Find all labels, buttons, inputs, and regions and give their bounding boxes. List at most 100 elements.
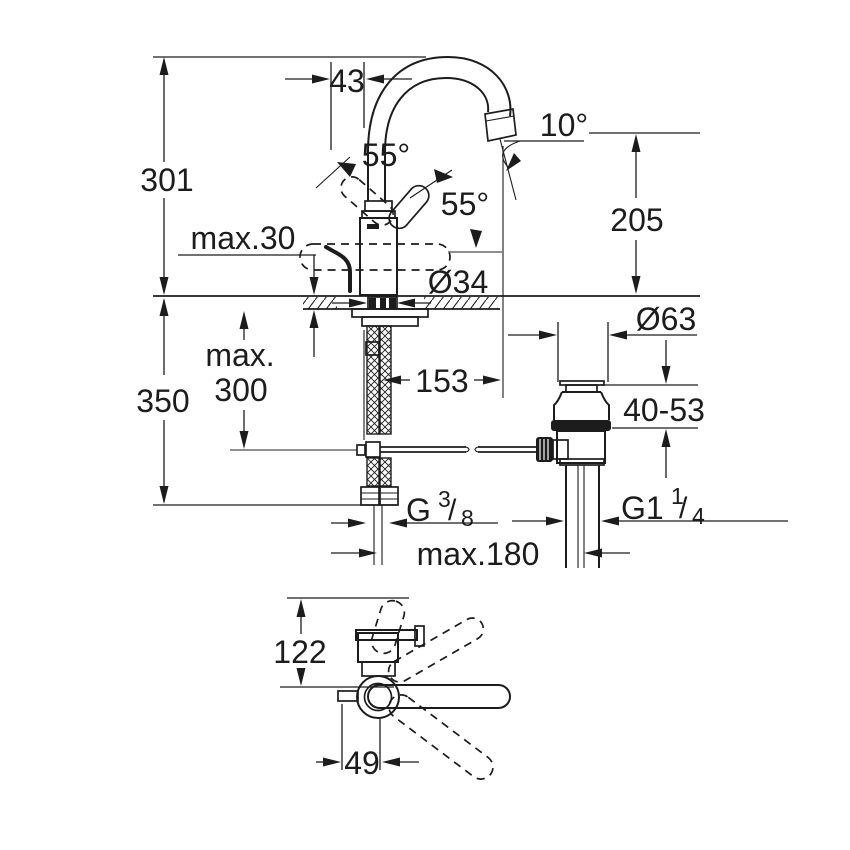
g38-denominator: 8 xyxy=(461,505,474,531)
arrowhead xyxy=(389,518,407,528)
rod-knob-top-view xyxy=(337,690,359,702)
g38-numerator: 3 xyxy=(438,486,451,512)
arrowhead xyxy=(584,548,602,558)
arrowhead xyxy=(296,668,306,686)
arrowhead xyxy=(337,162,356,177)
arrowhead xyxy=(382,757,400,767)
spout-base-cap xyxy=(364,200,393,212)
waste-flange xyxy=(553,391,610,420)
dim-max300: max. 300 xyxy=(205,311,275,449)
top-view: 122 49 xyxy=(273,597,511,781)
arrowhead xyxy=(434,169,453,183)
arrowhead xyxy=(366,74,384,84)
dim-49-label: 49 xyxy=(344,745,380,781)
dim-g114: G1 1 / 4 xyxy=(512,483,788,529)
arrowhead xyxy=(309,310,319,328)
dim-40-53: 40-53 xyxy=(601,340,705,478)
g38-slash: / xyxy=(448,494,457,527)
dim-max300-label-word: max. xyxy=(205,337,274,373)
dim-205-label: 205 xyxy=(610,202,663,238)
rod-break-symbol xyxy=(465,446,479,453)
g114-denominator: 4 xyxy=(692,503,705,529)
arrowhead xyxy=(159,57,169,75)
dim-max30-label: max.30 xyxy=(191,220,296,256)
dim-40-53-label: 40-53 xyxy=(623,392,705,428)
faucet-body xyxy=(359,217,398,296)
g38-prefix: G xyxy=(406,492,431,528)
waste-body xyxy=(556,430,606,464)
rod-coupling-large xyxy=(365,441,381,458)
dim-d63-label: Ø63 xyxy=(636,301,696,337)
dim-301-label: 301 xyxy=(140,162,193,198)
g114-prefix: G1 xyxy=(621,490,664,526)
dim-max180-label: max.180 xyxy=(417,536,540,572)
mounting-washer xyxy=(351,308,429,318)
dim-max30: max.30 xyxy=(178,220,319,357)
angle-55-open: 55° xyxy=(441,186,502,253)
arrowhead xyxy=(159,277,169,295)
rod-guide-fitting xyxy=(365,341,380,356)
dim-43-extension-lines xyxy=(330,62,365,150)
dim-153-label: 153 xyxy=(415,363,468,399)
arrowhead xyxy=(309,277,319,295)
waste-plug-cap xyxy=(565,384,598,393)
hose-connector-nut-right xyxy=(379,486,399,506)
arrowhead xyxy=(296,599,306,617)
handle-top-solid xyxy=(367,684,511,709)
shank-section-fill xyxy=(369,298,376,308)
front-view: 301 350 max.30 max. 300 xyxy=(136,55,788,572)
angle-line-left xyxy=(315,156,351,189)
handle-top-dashed-upper-right xyxy=(387,617,485,683)
mounting-nut xyxy=(361,316,419,327)
faucet-front xyxy=(299,55,517,296)
arrowhead xyxy=(470,229,482,248)
supply-hose-left xyxy=(366,325,380,435)
hose-connector-nut-left xyxy=(360,486,380,506)
arrowhead xyxy=(661,429,671,447)
arrowhead xyxy=(546,516,564,526)
counter-hatch-left xyxy=(303,297,337,309)
dim-d63: Ø63 xyxy=(508,301,697,382)
waste-coupling-nut xyxy=(559,458,605,466)
handle-lever-dashed-horizontal xyxy=(299,243,451,271)
supply-hose-right-lower xyxy=(379,457,392,487)
waste-inner-rod xyxy=(577,465,585,568)
angle-55-swing: 55° xyxy=(315,137,453,199)
dim-205: 205 xyxy=(589,132,700,294)
handle-lever-dashed-up xyxy=(340,176,394,226)
aerator-axis-line xyxy=(499,138,517,201)
dim-43: 43 xyxy=(285,62,412,150)
cartridge-circle xyxy=(363,682,393,712)
arrowhead xyxy=(323,757,341,767)
arrowhead xyxy=(609,330,627,340)
dim-40-53-reference-lines xyxy=(601,384,698,429)
arrowhead xyxy=(159,298,169,316)
arrowhead xyxy=(631,134,641,152)
arrowhead xyxy=(539,330,557,340)
arrowhead xyxy=(483,375,501,385)
shank-section-fill xyxy=(389,298,396,308)
arrowhead xyxy=(661,366,671,384)
spout-top-view xyxy=(355,629,418,641)
cartridge-mark xyxy=(367,224,379,229)
dim-max180: max.180 xyxy=(331,536,630,572)
counter-hatch-right xyxy=(424,297,498,309)
shank-section-fill xyxy=(380,298,386,308)
dim-122-label: 122 xyxy=(273,634,326,670)
reference-lines xyxy=(153,56,700,506)
dim-350-label: 350 xyxy=(136,383,189,419)
aerator xyxy=(484,108,517,143)
ball-rod-port xyxy=(552,439,569,460)
handle-top-dashed-lower-right xyxy=(388,694,494,780)
g114-numerator: 1 xyxy=(671,483,684,509)
connector-nut-detail xyxy=(361,492,398,500)
dim-122: 122 xyxy=(273,597,409,688)
arrowhead xyxy=(312,74,330,84)
supply-hose-left-lower xyxy=(366,457,380,487)
pop-up-waste xyxy=(536,380,611,568)
angle-10: 10° xyxy=(499,107,588,398)
arrowhead xyxy=(383,375,401,385)
arrowhead xyxy=(159,486,169,504)
dim-153: 153 xyxy=(383,363,501,399)
